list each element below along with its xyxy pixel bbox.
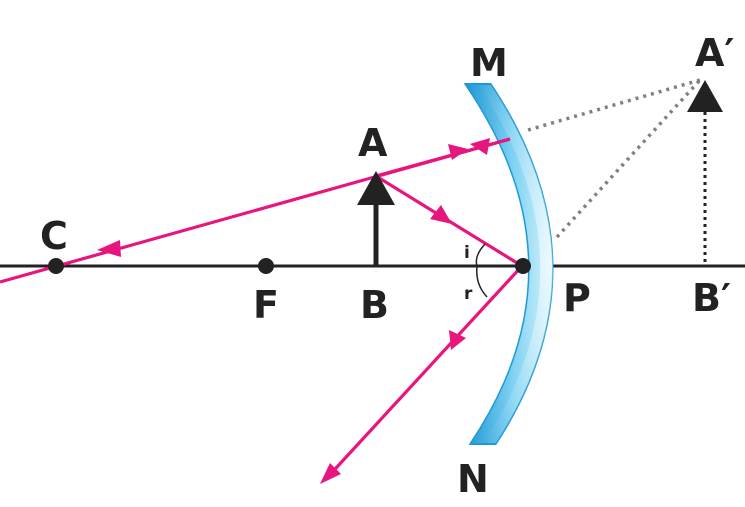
angle-i-arc [475, 243, 486, 267]
virtual-ray-extension-2 [555, 78, 702, 239]
ray-arrowhead-5 [449, 330, 466, 350]
point-C [48, 258, 64, 274]
image-arrowhead [687, 80, 723, 112]
ray-arrowhead-2 [470, 138, 490, 155]
object-arrowhead [357, 171, 395, 205]
label-B-prime: B′ [692, 276, 731, 320]
point-P [515, 258, 531, 274]
reflected-ray-2 [323, 264, 524, 482]
reflected-ray-1 [0, 137, 511, 284]
label-M: M [470, 41, 508, 85]
ray-arrowhead-6 [320, 463, 341, 484]
label-P: P [563, 276, 591, 320]
label-B: B [360, 283, 389, 327]
label-C: C [40, 214, 68, 258]
label-N: N [457, 457, 489, 501]
label-F: F [253, 283, 279, 327]
point-F [258, 258, 274, 274]
label-A-prime: A′ [695, 31, 734, 75]
convex-mirror-highlight [478, 84, 553, 444]
ray-arrowhead-1 [448, 144, 468, 160]
label-angle-i: i [464, 243, 470, 263]
label-A: A [358, 121, 388, 165]
angle-r-arc [475, 265, 488, 298]
virtual-ray-extension-1 [527, 78, 701, 132]
label-angle-r: r [464, 284, 473, 304]
ray-arrowhead-4 [430, 205, 452, 224]
ray-arrowhead-3 [97, 240, 121, 257]
